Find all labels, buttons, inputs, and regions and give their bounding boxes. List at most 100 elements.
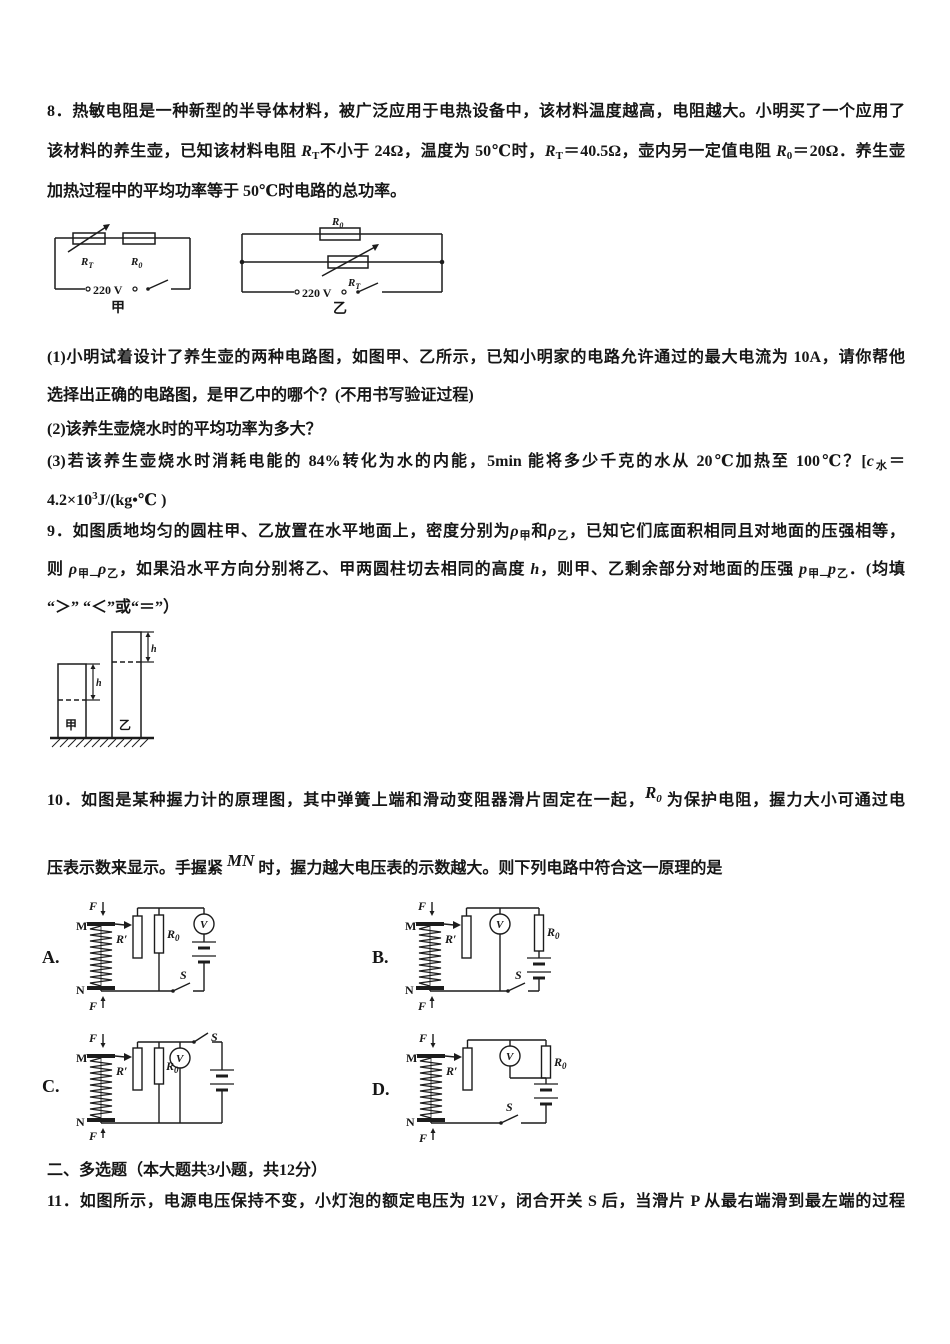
option-b-circuit: F M N F R′ V R0 xyxy=(405,899,560,1013)
resistor-r0 xyxy=(533,914,544,952)
svg-text:F: F xyxy=(88,1129,97,1143)
option-a: A. F M N F R′ R0 V xyxy=(42,898,221,1016)
rt-label: RT xyxy=(80,256,94,270)
switch xyxy=(191,1032,208,1044)
cylinders-figure: h h 甲 乙 xyxy=(48,628,160,750)
resistor-r0 xyxy=(153,1047,164,1085)
resistor-r0 xyxy=(540,1045,551,1079)
q8-sub2-line: (2)该养生壶烧水时的平均功率为多大？ xyxy=(47,421,322,438)
switch-label: S xyxy=(506,1100,513,1114)
rprime-label: R′ xyxy=(115,932,127,946)
label-yi: 乙 xyxy=(119,718,131,732)
voltmeter xyxy=(168,1047,191,1069)
q11-line-1: 11．如图所示，电源电压保持不变，小灯泡的额定电压为 12V，闭合开关 S 后，… xyxy=(47,1193,905,1210)
svg-text:F: F xyxy=(417,899,426,913)
voltmeter xyxy=(498,1045,521,1067)
svg-text:F: F xyxy=(88,999,97,1013)
voltmeter-label: V xyxy=(506,1051,515,1063)
circuit-figure-yi: R0 RT 220 V 乙 xyxy=(232,216,452,317)
option-c-circuit: F M N F R′ R0 V xyxy=(76,1030,234,1143)
option-a-circuit: F M N F R′ R0 V xyxy=(76,899,216,1013)
svg-text:F: F xyxy=(418,1031,427,1045)
label-jia: 甲 xyxy=(65,718,77,732)
caption-yi: 乙 xyxy=(333,301,347,317)
m-label: M xyxy=(76,919,87,933)
svg-text:F: F xyxy=(418,1131,427,1145)
r0-label: R0 xyxy=(331,216,343,230)
option-d: D. F M N F R′ V R0 xyxy=(372,1030,574,1148)
thermistor-rt xyxy=(67,224,110,253)
h-label-jia: h xyxy=(96,678,102,689)
svg-text:F: F xyxy=(417,999,426,1013)
option-c-label: C. xyxy=(42,1075,60,1096)
switch xyxy=(356,282,379,294)
q9-line-3: “＞” “＜”或“＝”） xyxy=(47,599,180,616)
wires xyxy=(99,1041,223,1124)
n-label: N xyxy=(76,983,85,997)
circuit-yi-wires xyxy=(239,233,445,293)
battery xyxy=(209,1069,234,1092)
spring-assembly: F M N F R′ xyxy=(405,899,461,1013)
n-label: N xyxy=(406,1115,415,1129)
voltmeter xyxy=(488,913,511,935)
slide-resistor xyxy=(131,1042,143,1091)
m-label: M xyxy=(406,1051,417,1065)
voltage-label: 220 V xyxy=(93,283,123,297)
battery xyxy=(533,1083,558,1106)
h-label-yi: h xyxy=(151,644,157,655)
thermistor-rt xyxy=(321,244,379,277)
switch-label: S xyxy=(180,968,187,982)
r0-label: R0 xyxy=(165,1059,179,1075)
option-d-circuit: F M N F R′ V R0 xyxy=(406,1031,567,1145)
n-label: N xyxy=(405,983,414,997)
switch xyxy=(146,279,169,291)
section-2-title: 二、多选题（本大题共3小题，共12分） xyxy=(47,1162,328,1179)
option-c: C. F M N F R′ R0 V xyxy=(42,1030,241,1143)
option-b: B. F M N F R′ V R0 xyxy=(372,898,563,1016)
slide-resistor xyxy=(131,908,143,959)
switch xyxy=(498,1114,518,1125)
q9-line-1: 9．如图质地均匀的圆柱甲、乙放置在水平地面上，密度分别为ρ甲和ρ乙，已知它们底面… xyxy=(47,523,905,542)
battery xyxy=(191,941,216,964)
q8-sub1-line-2: 选择出正确的电路图，是甲乙中的哪个？(不用书写验证过程) xyxy=(47,387,474,404)
r0-label: R0 xyxy=(166,927,180,943)
q8-sub3-line-2: 4.2×103J/(kg•℃ ) xyxy=(47,490,167,509)
svg-text:F: F xyxy=(88,899,97,913)
voltmeter-label: V xyxy=(496,919,505,931)
n-label: N xyxy=(76,1115,85,1129)
circuit-jia-wires xyxy=(54,237,191,290)
q10-line-1: 10．如图是某种握力计的原理图，其中弹簧上端和滑动变阻器滑片固定在一起，R0 为… xyxy=(47,783,905,809)
r0-label: R0 xyxy=(130,256,142,270)
spring-assembly: F M N F R′ xyxy=(76,899,132,1013)
power-source-220v xyxy=(85,286,138,292)
rprime-label: R′ xyxy=(444,932,456,946)
option-b-label: B. xyxy=(372,946,389,967)
switch xyxy=(170,982,190,993)
wires xyxy=(99,907,205,992)
voltage-label: 220 V xyxy=(302,286,332,300)
battery xyxy=(526,957,551,980)
resistor-r0 xyxy=(153,914,164,954)
q8-line-2: 该材料的养生壶，已知该材料电阻 RT不小于 24Ω，温度为 50℃时，RT＝40… xyxy=(47,143,905,162)
slide-resistor xyxy=(460,908,472,959)
option-d-label: D. xyxy=(372,1078,390,1099)
m-label: M xyxy=(405,919,416,933)
r0-label: R0 xyxy=(546,925,560,941)
voltmeter xyxy=(192,913,215,935)
cut-height-yi xyxy=(141,631,154,663)
circuit-figure-jia: RT R0 220 V 甲 xyxy=(45,224,200,316)
q10-line-2: 压表示数来显示。手握紧 MN 时，握力越大电压表的示数越大。则下列电路中符合这一… xyxy=(47,851,723,877)
switch-label: S xyxy=(211,1030,218,1044)
resistor-r0 xyxy=(122,232,156,245)
q8-sub3-line-1: (3)若该养生壶烧水时消耗电能的 84%转化为水的内能，5min 能将多少千克的… xyxy=(47,453,905,472)
r0-label: R0 xyxy=(553,1055,567,1071)
q8-sub1-line-1: (1)小明试着设计了养生壶的两种电路图，如图甲、乙所示，已知小明家的电路允许通过… xyxy=(47,349,905,366)
switch-label: S xyxy=(515,968,522,982)
caption-jia: 甲 xyxy=(111,300,125,316)
resistor-r0 xyxy=(319,227,361,241)
slide-resistor xyxy=(461,1040,473,1091)
power-source-220v xyxy=(294,289,347,295)
svg-text:F: F xyxy=(88,1031,97,1045)
q8-line-1: 8．热敏电阻是一种新型的半导体材料，被广泛应用于电热设备中，该材料温度越高，电阻… xyxy=(47,103,905,120)
ground xyxy=(50,736,154,748)
